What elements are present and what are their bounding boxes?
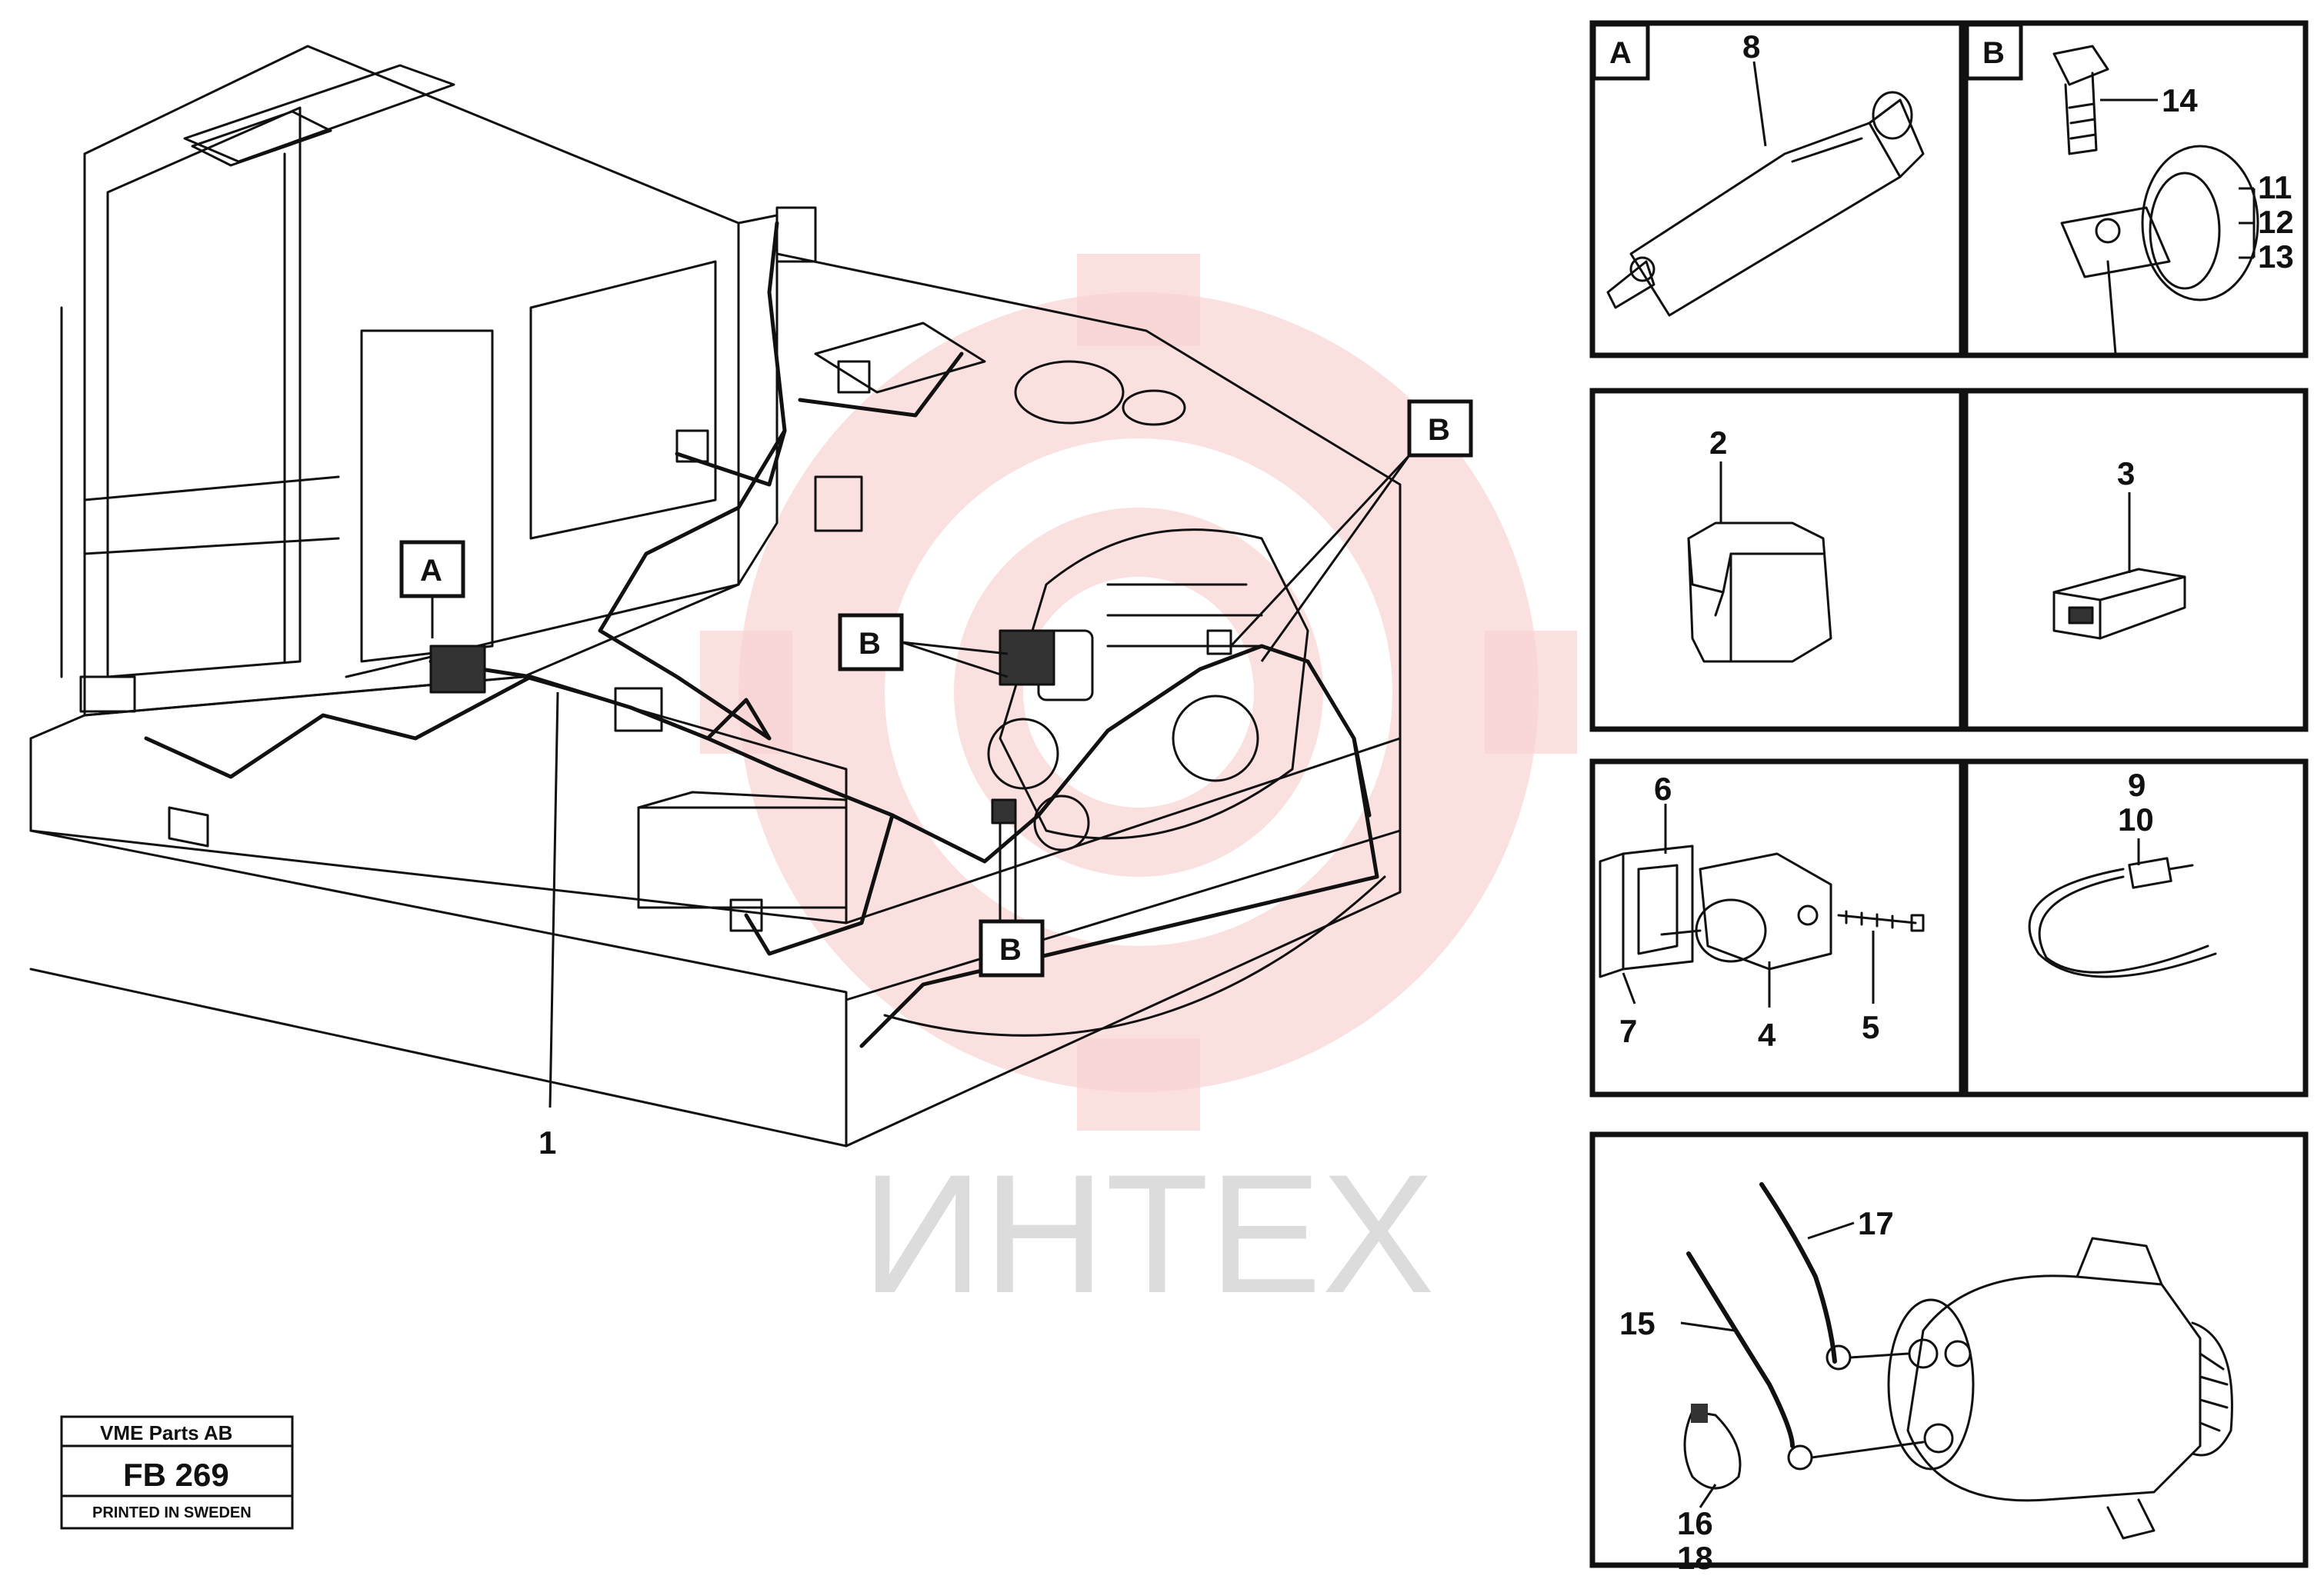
detail-panel-alternator: 17 15 16 18 — [1589, 1131, 2309, 1576]
connector-3-drawing — [2052, 568, 2186, 640]
part-label-10: 10 — [2118, 801, 2154, 838]
alternator-cables — [1683, 1182, 1925, 1490]
part-label-16: 16 — [1677, 1505, 1713, 1541]
part-label-12: 12 — [2258, 204, 2294, 240]
callout-b-main-top[interactable]: B — [1229, 399, 1473, 662]
wiring-harness — [144, 221, 1379, 1048]
callout-a-main-label: A — [420, 554, 442, 588]
part-label-15: 15 — [1619, 1305, 1655, 1341]
cable-tie-drawing — [2028, 857, 2217, 978]
title-block-company: VME Parts AB — [100, 1421, 232, 1444]
part-label-14: 14 — [2162, 82, 2198, 118]
cab — [60, 45, 779, 717]
part-label-1: 1 — [538, 691, 559, 1161]
machine-drawing: A B B B 1 — [29, 45, 1473, 1161]
connector-2-drawing — [1687, 521, 1832, 663]
part-label-8: 8 — [1742, 28, 1760, 65]
part-label-1-text: 1 — [538, 1124, 556, 1161]
part-label-17: 17 — [1858, 1205, 1894, 1241]
part-label-6: 6 — [1654, 771, 1672, 807]
detail-panel-tie: 9 10 — [1962, 758, 2309, 1098]
callout-b-main-low[interactable]: B — [979, 823, 1045, 978]
callout-a-main[interactable]: A — [399, 540, 465, 638]
watermark-gear — [700, 254, 1577, 1131]
part-label-18: 18 — [1677, 1540, 1713, 1576]
detail-panel-a: A 8 — [1589, 20, 1965, 358]
watermark-text: ИНТЕХ — [862, 1139, 1435, 1328]
part-label-9: 9 — [2128, 767, 2146, 803]
part-label-7: 7 — [1619, 1013, 1637, 1049]
detail-panel-2: 2 — [1589, 388, 1965, 732]
callout-b-main-low-label: B — [999, 933, 1022, 967]
title-block: VME Parts AB FB 269 PRINTED IN SWEDEN — [60, 1415, 294, 1530]
detail-panel-switch: 6 7 4 5 — [1589, 758, 1965, 1098]
bolt-clip-drawing — [2052, 45, 2259, 355]
title-block-printed: PRINTED IN SWEDEN — [92, 1504, 252, 1521]
alternator-drawing — [1887, 1237, 2233, 1540]
callout-b-main-mid[interactable]: B — [838, 613, 1009, 678]
base-frame — [29, 252, 1402, 1148]
part-label-5: 5 — [1862, 1009, 1879, 1045]
detail-panel-b: B 14 11 12 13 — [1962, 20, 2309, 358]
title-block-code: FB 269 — [123, 1457, 229, 1493]
switch-4-drawing — [1599, 844, 1925, 978]
part-label-13: 13 — [2258, 238, 2294, 275]
sensor-8-drawing — [1606, 91, 1925, 317]
detail-b-tag: B — [1982, 36, 2005, 70]
part-label-2: 2 — [1709, 425, 1727, 461]
part-label-11: 11 — [2258, 169, 2292, 205]
callout-b-main-top-label: B — [1428, 413, 1450, 447]
callout-b-main-mid-label: B — [859, 627, 881, 661]
detail-a-tag: A — [1609, 36, 1632, 70]
part-label-3: 3 — [2117, 455, 2135, 491]
part-label-4: 4 — [1758, 1017, 1776, 1053]
engine — [987, 528, 1309, 851]
detail-panel-3: 3 — [1962, 388, 2309, 732]
harness-connectors — [429, 206, 1232, 932]
